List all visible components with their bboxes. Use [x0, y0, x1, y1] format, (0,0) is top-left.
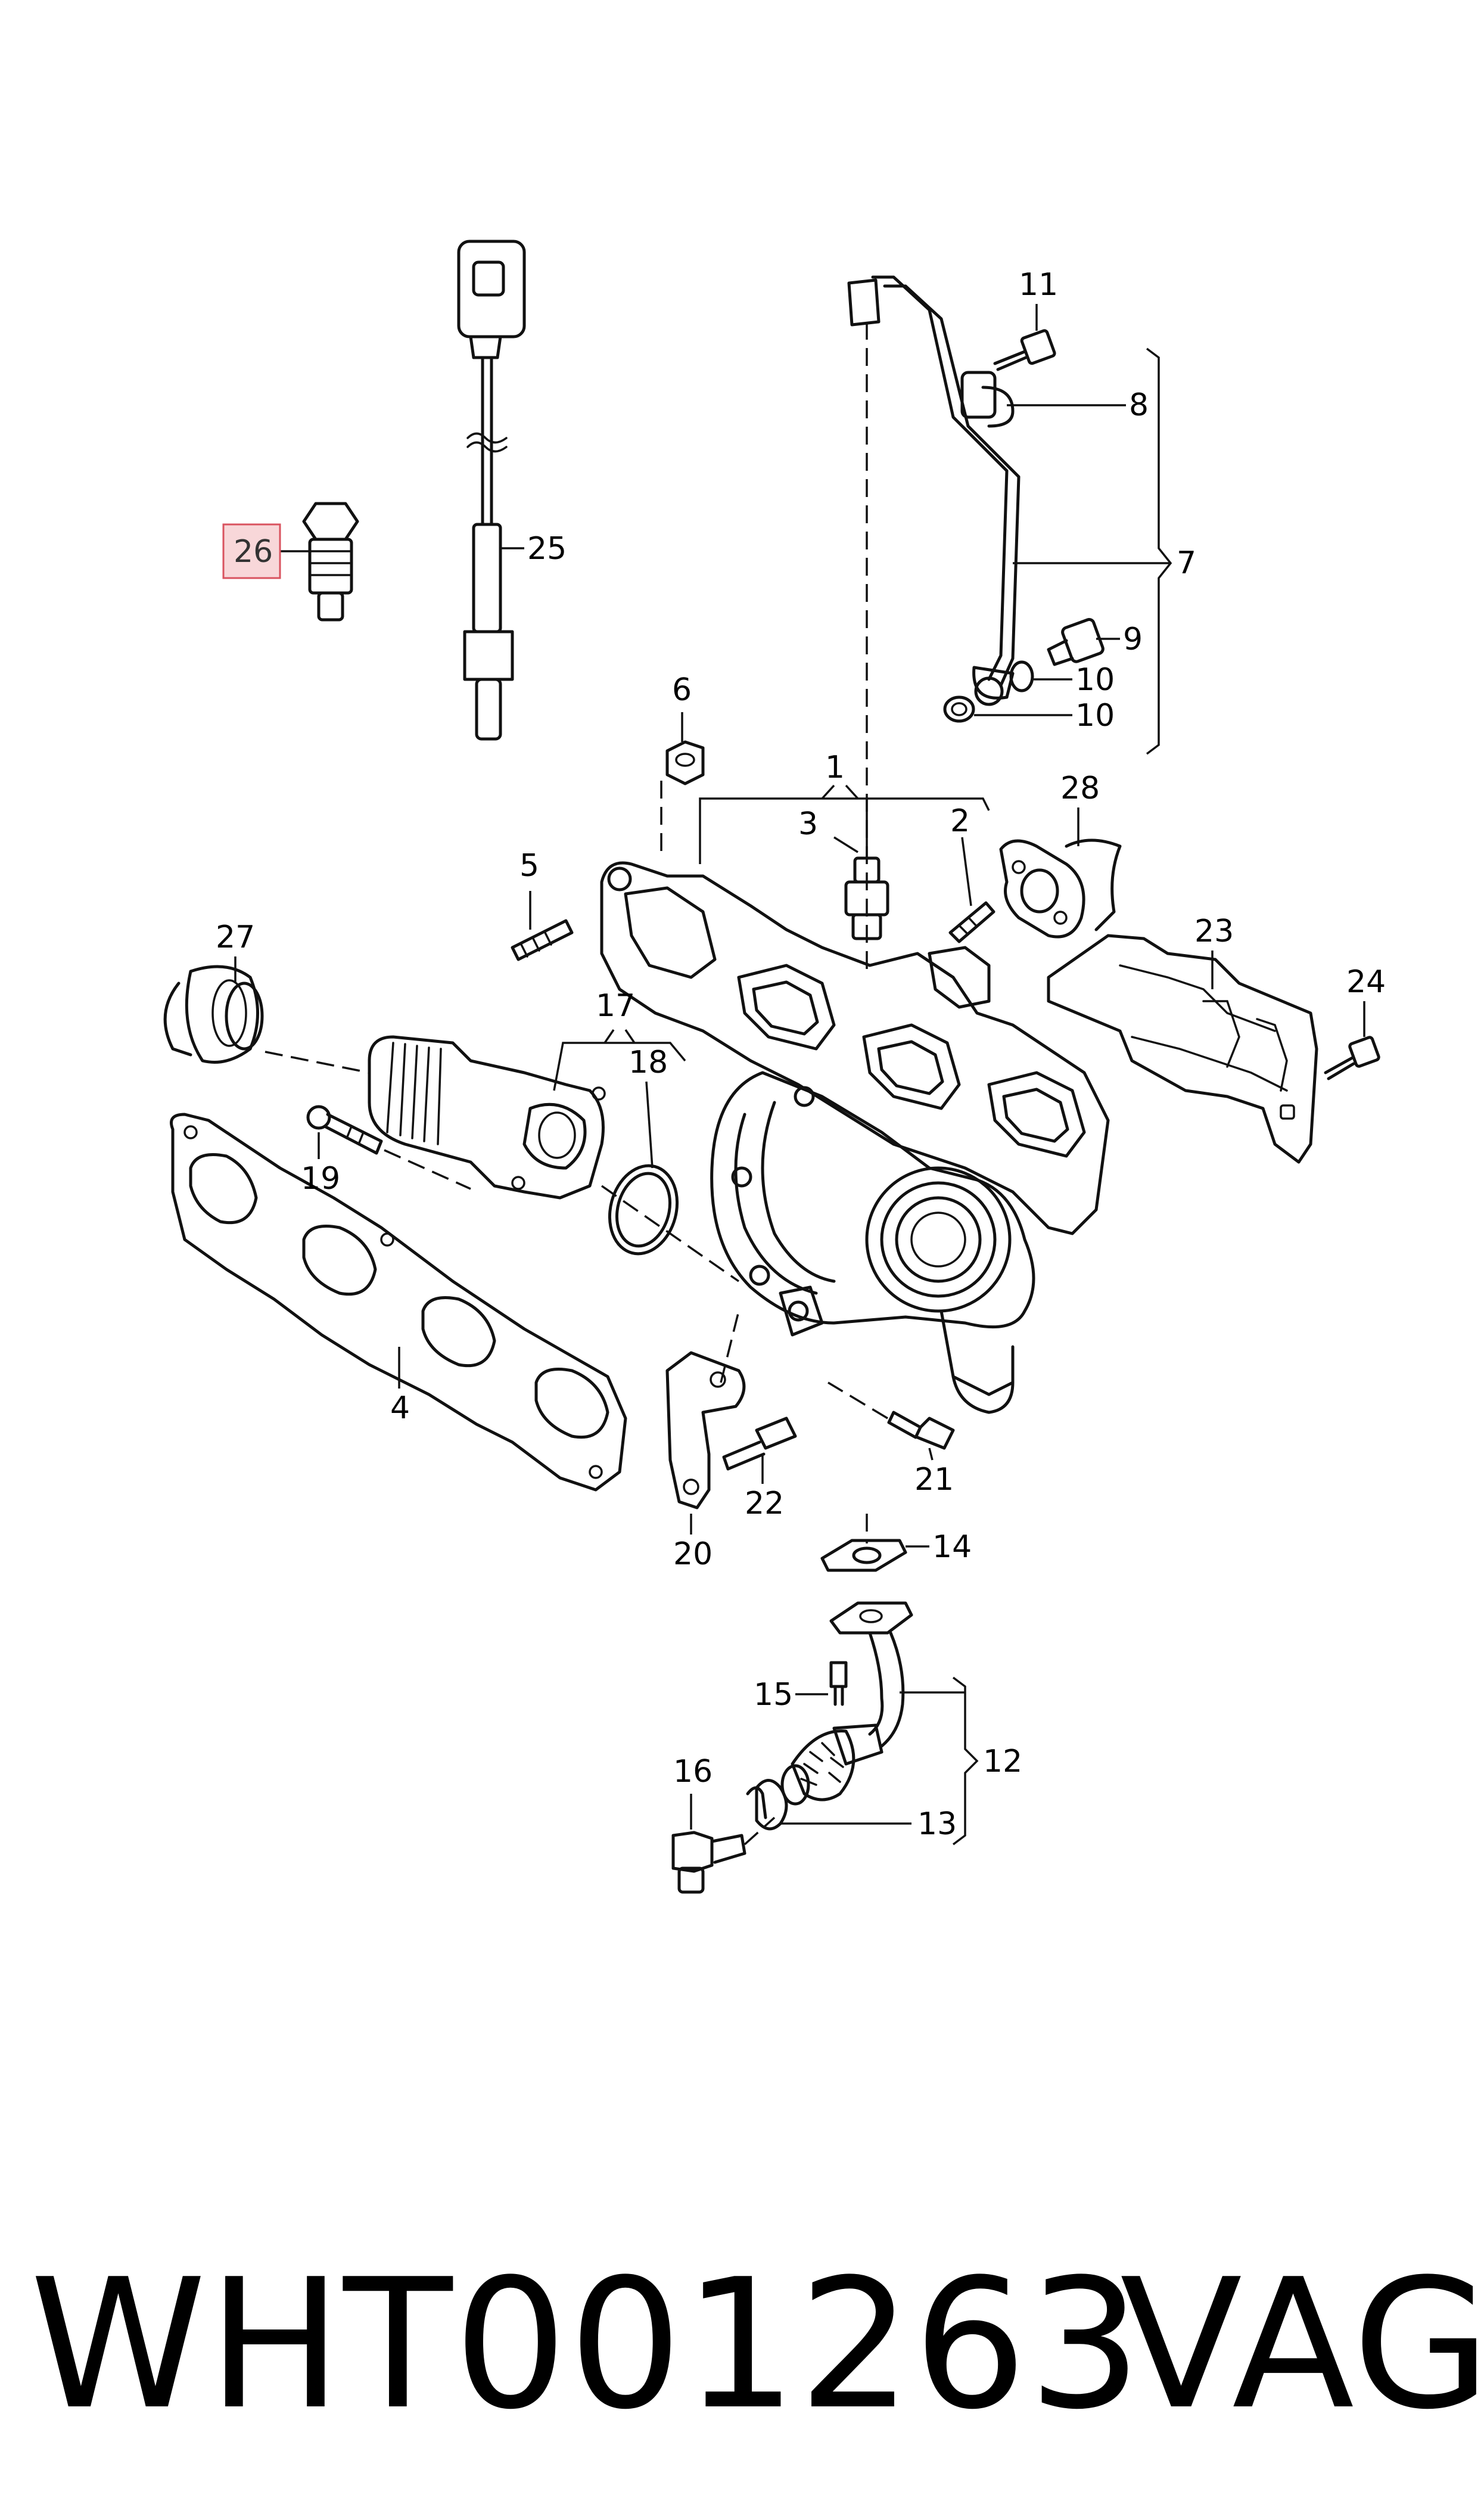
callout-6: 6 — [672, 672, 692, 708]
part-number: WHT001263 — [30, 2241, 1143, 2449]
oil-pipe-part-7 — [847, 275, 1021, 706]
hose-part-27 — [163, 965, 264, 1064]
plug-part-26 — [302, 502, 359, 622]
bolt-part-24 — [1324, 1036, 1380, 1080]
callout-10-second: 10 — [1075, 698, 1115, 734]
callout-10: 10 — [1075, 662, 1115, 698]
callout-5: 5 — [519, 848, 539, 884]
callout-18: 18 — [629, 1045, 668, 1080]
callout-26: 26 — [234, 534, 273, 570]
turbocharger-housing — [710, 1071, 1035, 1414]
callout-15: 15 — [754, 1677, 793, 1713]
callout-24: 24 — [1346, 964, 1386, 1000]
callout-13: 13 — [917, 1806, 957, 1842]
callout-23: 23 — [1194, 914, 1234, 949]
union-part-16 — [671, 1831, 746, 1894]
callout-4: 4 — [390, 1390, 410, 1426]
heat-shield-part-23 — [1047, 934, 1318, 1164]
callout-28: 28 — [1060, 771, 1100, 806]
callout-19: 19 — [301, 1161, 340, 1197]
manifold-gasket-part-4 — [170, 1113, 627, 1492]
callout-21: 21 — [914, 1462, 954, 1498]
callout-26-highlight — [222, 523, 281, 579]
clip-part-13 — [746, 1779, 788, 1831]
callout-14: 14 — [932, 1529, 972, 1565]
parts-diagram: 1 2 3 4 5 6 7 8 9 10 10 11 12 13 14 15 1… — [163, 240, 1386, 1894]
bolt-part-19 — [306, 1105, 383, 1155]
bolt-part-15 — [829, 1661, 848, 1706]
nut-part-6 — [665, 740, 705, 785]
callout-27: 27 — [216, 920, 255, 955]
callout-22: 22 — [745, 1486, 784, 1521]
callout-25: 25 — [527, 531, 567, 567]
actuator-part-17 — [368, 1035, 606, 1200]
callout-7: 7 — [1177, 545, 1196, 581]
stud-part-5 — [511, 919, 574, 961]
oil-return-pipe-part-12 — [780, 1601, 913, 1806]
bolt-part-22 — [722, 1417, 797, 1471]
bolt-part-21 — [887, 1411, 955, 1450]
callout-1: 1 — [825, 750, 845, 785]
banjo-bolt-part-9 — [1047, 617, 1105, 666]
callout-3: 3 — [798, 806, 818, 842]
callout-8: 8 — [1129, 387, 1149, 423]
callout-20: 20 — [673, 1536, 713, 1572]
gasket-part-14 — [820, 1539, 907, 1572]
stud-part-2 — [948, 901, 995, 943]
callout-12: 12 — [983, 1744, 1022, 1779]
washer-part-10b — [943, 695, 975, 723]
callout-17: 17 — [596, 988, 635, 1024]
bracket-part-20 — [665, 1351, 746, 1509]
exhaust-manifold-part-1 — [600, 861, 1110, 1235]
sensor-cable-part-25 — [457, 240, 526, 741]
callout-9: 9 — [1123, 622, 1143, 657]
callout-16: 16 — [673, 1754, 713, 1790]
brand-name: VAG — [1120, 2241, 1484, 2449]
callout-11: 11 — [1019, 267, 1058, 303]
bolt-part-11 — [993, 329, 1056, 371]
washer-part-10a — [1009, 660, 1034, 692]
callout-2: 2 — [950, 803, 970, 839]
o-ring-part-18 — [608, 1164, 679, 1256]
gasket-part-28 — [999, 838, 1122, 939]
leader-1 — [699, 797, 990, 864]
